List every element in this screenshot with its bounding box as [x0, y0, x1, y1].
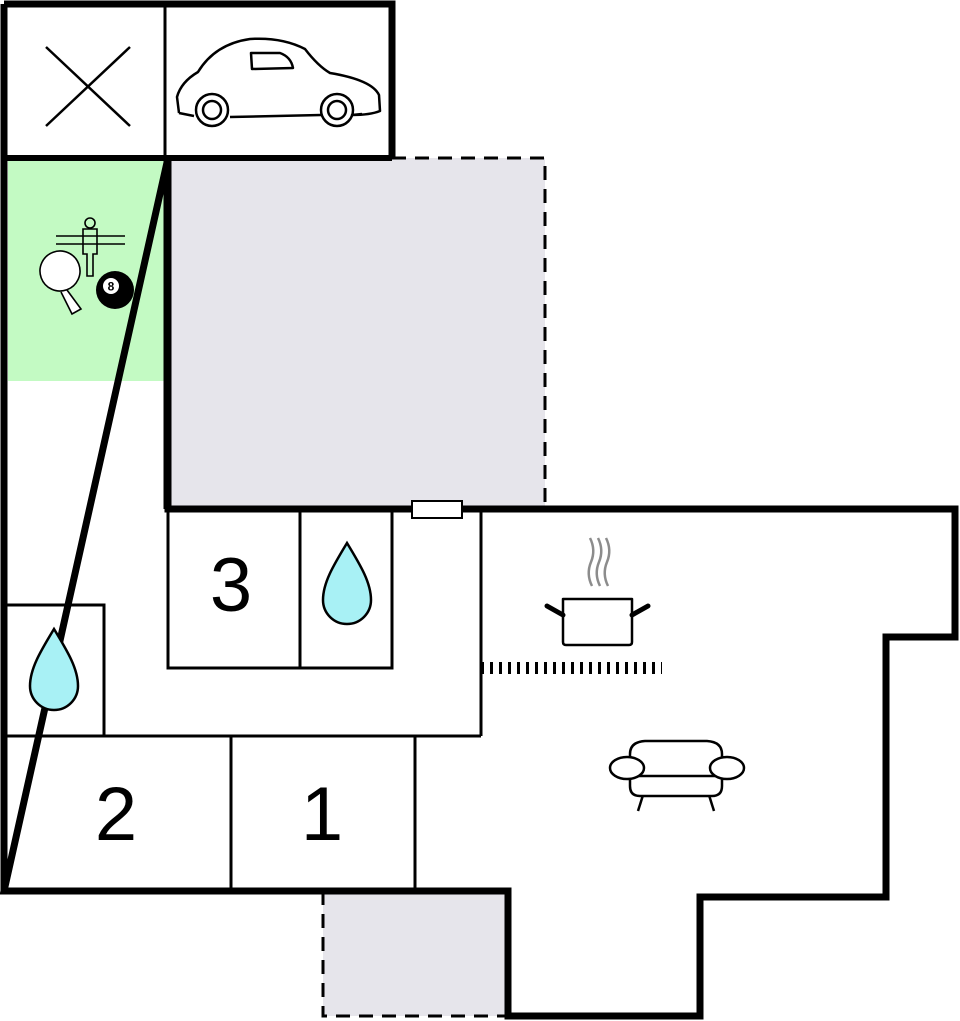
interior-walls — [4, 4, 483, 891]
table-football-icon — [56, 217, 125, 277]
patio-area — [323, 891, 508, 1016]
billiard-ball-icon: 8 — [96, 271, 134, 309]
water-drop-icon — [321, 540, 373, 626]
sofa-icon — [608, 739, 746, 812]
patio-dashed-border — [321, 891, 508, 1018]
cooking-pot-icon — [544, 537, 651, 647]
cross-icon — [45, 46, 131, 127]
terrace-area — [168, 158, 545, 509]
billiard-ball-number: 8 — [108, 280, 115, 294]
room-3-label: 3 — [210, 543, 252, 628]
water-drop-icon — [28, 626, 80, 712]
terrace-dashed-border — [392, 156, 547, 509]
ping-pong-paddle-icon — [39, 250, 83, 316]
room-1-label: 1 — [301, 772, 343, 857]
room-2-label: 2 — [95, 772, 137, 857]
window — [411, 500, 463, 519]
car-icon — [175, 37, 382, 128]
